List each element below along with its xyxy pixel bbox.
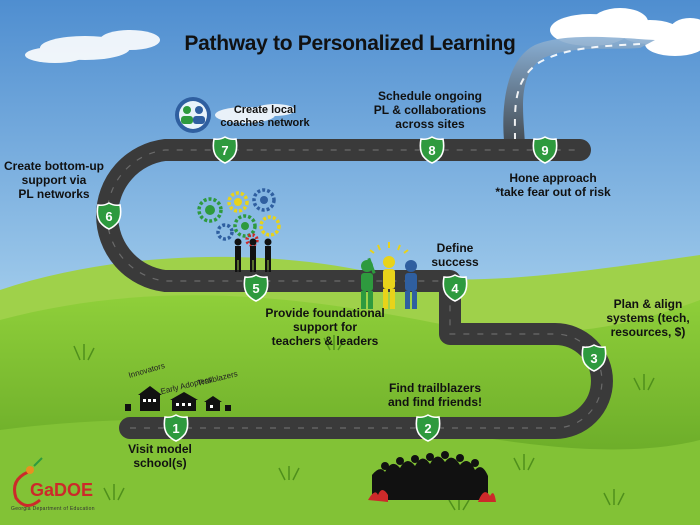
step-9-shield-icon: 9 bbox=[532, 136, 558, 164]
step-8-number: 8 bbox=[428, 143, 435, 158]
step-9-label: Hone approach*take fear out of risk bbox=[478, 171, 628, 200]
step-7-label-line: Create local bbox=[233, 104, 297, 116]
step-9-number: 9 bbox=[541, 143, 548, 158]
step-9-label-line: Hone approach bbox=[509, 171, 597, 185]
road-lane-marks bbox=[106, 149, 603, 429]
cloud bbox=[25, 30, 160, 63]
step-3-label-line: resources, $) bbox=[610, 324, 686, 339]
step-8-shield-icon: 8 bbox=[419, 136, 445, 164]
gadoe-logo-subtitle: Georgia Department of Education bbox=[11, 506, 95, 512]
step-8-label-line: across sites bbox=[395, 116, 465, 131]
step-6-shield-icon: 6 bbox=[96, 202, 122, 230]
flames-icon bbox=[368, 490, 496, 502]
step-5-label-line: support for bbox=[293, 319, 357, 334]
school-windows bbox=[143, 399, 213, 408]
people-holding-gears-icon bbox=[234, 238, 272, 272]
gadoe-logo-mark bbox=[13, 457, 43, 507]
step-3-number: 3 bbox=[590, 351, 597, 366]
step-2-label-line: Find trailblazers bbox=[388, 381, 482, 395]
step-1-number: 1 bbox=[172, 421, 179, 436]
road-into-sky bbox=[503, 36, 655, 150]
step-1-label-line: Visit model bbox=[128, 442, 192, 456]
step-7-number: 7 bbox=[221, 143, 228, 158]
road-into-sky-dashes bbox=[513, 43, 641, 141]
step-7-label-line: coaches network bbox=[220, 116, 310, 129]
step-4-shield-icon: 4 bbox=[442, 274, 468, 302]
step-3-shield-icon: 3 bbox=[581, 344, 607, 372]
step-3-label-line: systems (tech, bbox=[606, 310, 690, 325]
step-2-shield-icon: 2 bbox=[415, 414, 441, 442]
step-5-label-line: Provide foundational bbox=[265, 306, 385, 320]
step-5-number: 5 bbox=[252, 281, 259, 296]
step-5-label-line: teachers & leaders bbox=[271, 333, 379, 348]
hill-bottom bbox=[0, 419, 700, 525]
page-title: Pathway to Personalized Learning bbox=[184, 32, 516, 55]
step-4-label-line: success bbox=[431, 254, 479, 269]
step-9-label-line: *take fear out of risk bbox=[495, 184, 611, 199]
coaches-network-icon bbox=[175, 97, 211, 133]
step-7-shield-icon: 7 bbox=[212, 136, 238, 164]
celebrating-people-icon bbox=[361, 242, 417, 309]
gadoe-logo-text: GaDOE bbox=[30, 480, 94, 500]
step-5-shield-icon: 5 bbox=[243, 274, 269, 302]
step-6-label-line: Create bottom-up bbox=[4, 159, 104, 173]
step-6-number: 6 bbox=[105, 209, 112, 224]
cloud bbox=[215, 104, 295, 123]
step-6-label-line: support via bbox=[21, 172, 87, 187]
step-2-label-line: and find friends! bbox=[388, 394, 482, 409]
step-4-label-line: Define bbox=[436, 241, 474, 255]
step-8-label-line: PL & collaborations bbox=[373, 102, 487, 117]
step-8-label-line: Schedule ongoing bbox=[378, 89, 482, 103]
gears-icon bbox=[197, 188, 281, 247]
grass-tufts bbox=[73, 335, 655, 511]
step-1-shield-icon: 1 bbox=[163, 414, 189, 442]
crowd-silhouette-icon bbox=[372, 451, 488, 500]
step-6-label-line: PL networks bbox=[18, 186, 90, 201]
step-3-label-line: Plan & align bbox=[613, 297, 683, 311]
step-4-number: 4 bbox=[451, 281, 459, 296]
step-2-number: 2 bbox=[424, 421, 431, 436]
step-1-label-line: school(s) bbox=[133, 455, 187, 470]
